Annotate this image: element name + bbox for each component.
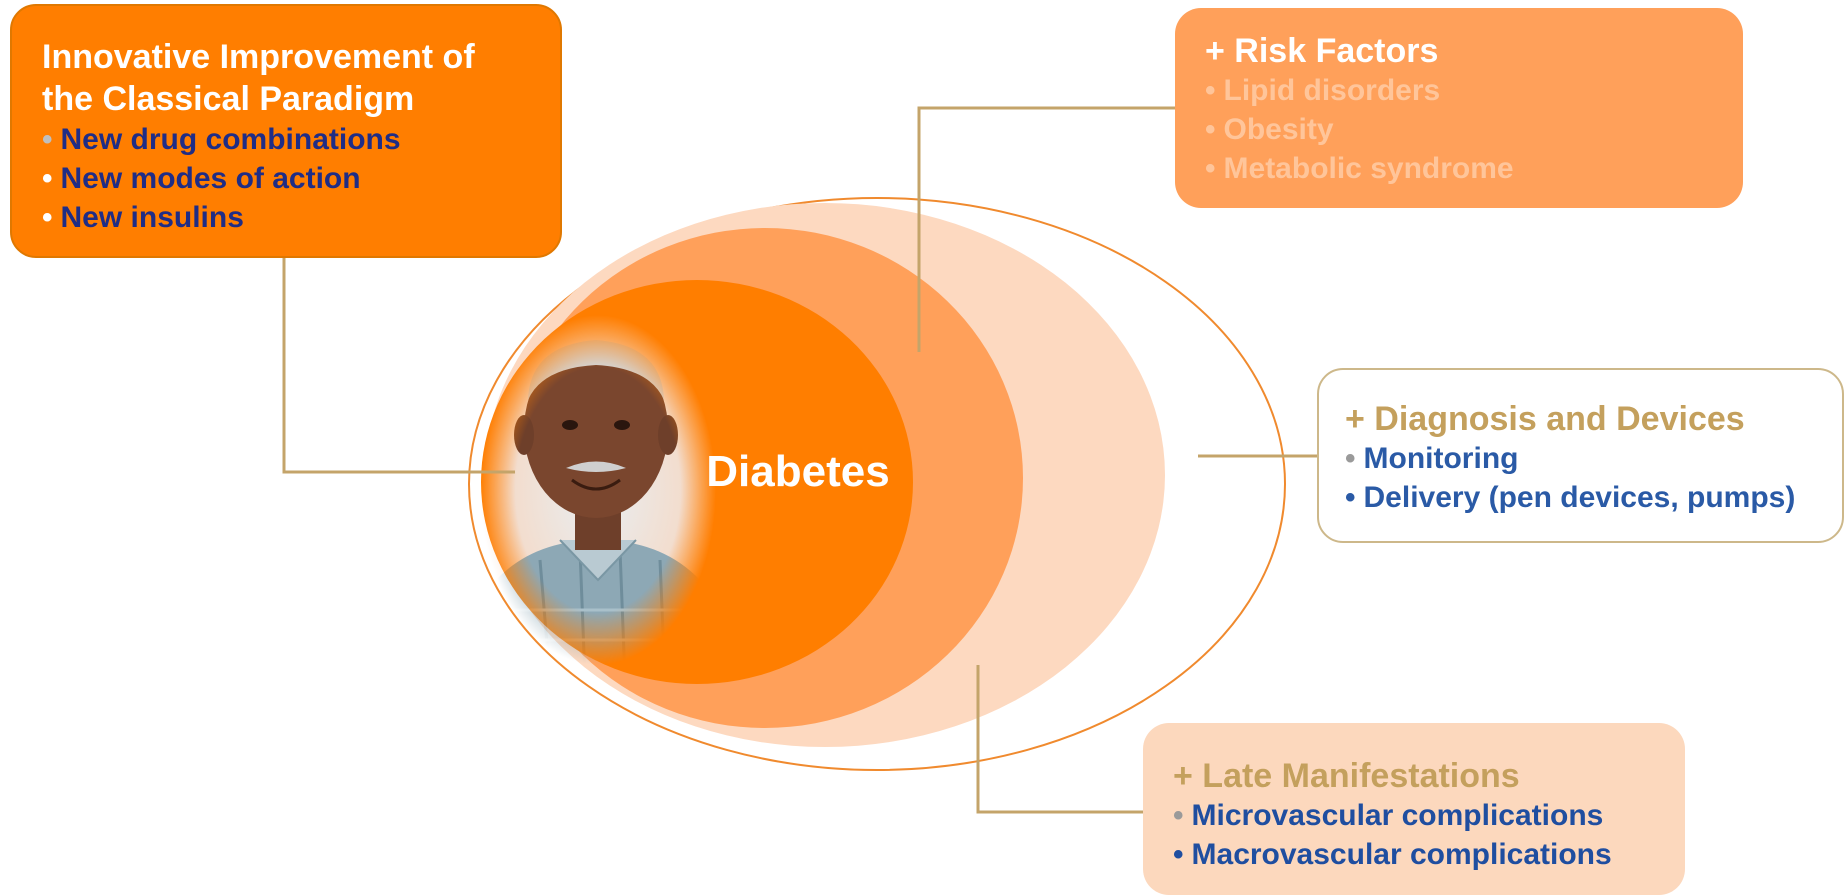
center-label: Diabetes [706,447,889,496]
risk-factors-box: + Risk Factors •Lipid disorders •Obesity… [1175,8,1743,208]
bullet-icon: • [1205,113,1216,146]
bullet-icon: • [1205,152,1216,185]
late-list: •Microvascular complications •Macrovascu… [1173,796,1685,874]
risk-item-label: Metabolic syndrome [1223,152,1514,185]
list-item: •Metabolic syndrome [1205,149,1743,188]
outer-ellipse-outline [468,197,1286,771]
list-item: •Lipid disorders [1205,71,1743,110]
bullet-icon: • [1205,74,1216,107]
connector-paradigm [282,258,515,474]
list-item: •New insulins [42,198,560,237]
list-item: •New modes of action [42,159,560,198]
late-item-label: Macrovascular complications [1191,838,1612,871]
late-item-label: Microvascular complications [1191,799,1604,832]
bullet-icon: • [42,201,53,234]
paradigm-title-line1: Innovative Improvement of [42,38,475,76]
diagnosis-item-label: Delivery (pen devices, pumps) [1363,481,1796,514]
bullet-icon: • [1345,481,1356,514]
bullet-icon: • [42,162,53,195]
diagnosis-title: + Diagnosis and Devices [1345,400,1745,438]
paradigm-item-label: New drug combinations [60,123,401,156]
bullet-icon: • [42,123,53,156]
paradigm-list: •New drug combinations •New modes of act… [42,120,560,237]
patient-photo [480,315,716,681]
risk-factors-list: •Lipid disorders •Obesity •Metabolic syn… [1205,71,1743,188]
list-item: •Obesity [1205,110,1743,149]
list-item: •New drug combinations [42,120,560,159]
diagnosis-devices-box: + Diagnosis and Devices •Monitoring •Del… [1317,368,1844,543]
list-item: •Microvascular complications [1173,796,1685,835]
paradigm-box: Innovative Improvement of the Classical … [10,4,562,258]
list-item: •Macrovascular complications [1173,835,1685,874]
risk-factors-title: + Risk Factors [1205,32,1439,70]
risk-item-label: Obesity [1223,113,1334,146]
paradigm-title-line2: the Classical Paradigm [42,80,415,118]
paradigm-item-label: New modes of action [60,162,361,195]
bullet-icon: • [1345,442,1356,475]
diagnosis-list: •Monitoring •Delivery (pen devices, pump… [1345,439,1842,517]
paradigm-item-label: New insulins [60,201,244,234]
late-manifestations-box: + Late Manifestations •Microvascular com… [1143,723,1685,895]
list-item: •Delivery (pen devices, pumps) [1345,478,1842,517]
bullet-icon: • [1173,838,1184,871]
list-item: •Monitoring [1345,439,1842,478]
diagnosis-item-label: Monitoring [1363,442,1519,475]
late-title: + Late Manifestations [1173,757,1520,795]
connector-late [976,665,1143,814]
risk-item-label: Lipid disorders [1223,74,1441,107]
bullet-icon: • [1173,799,1184,832]
connector-risk [917,106,1175,352]
